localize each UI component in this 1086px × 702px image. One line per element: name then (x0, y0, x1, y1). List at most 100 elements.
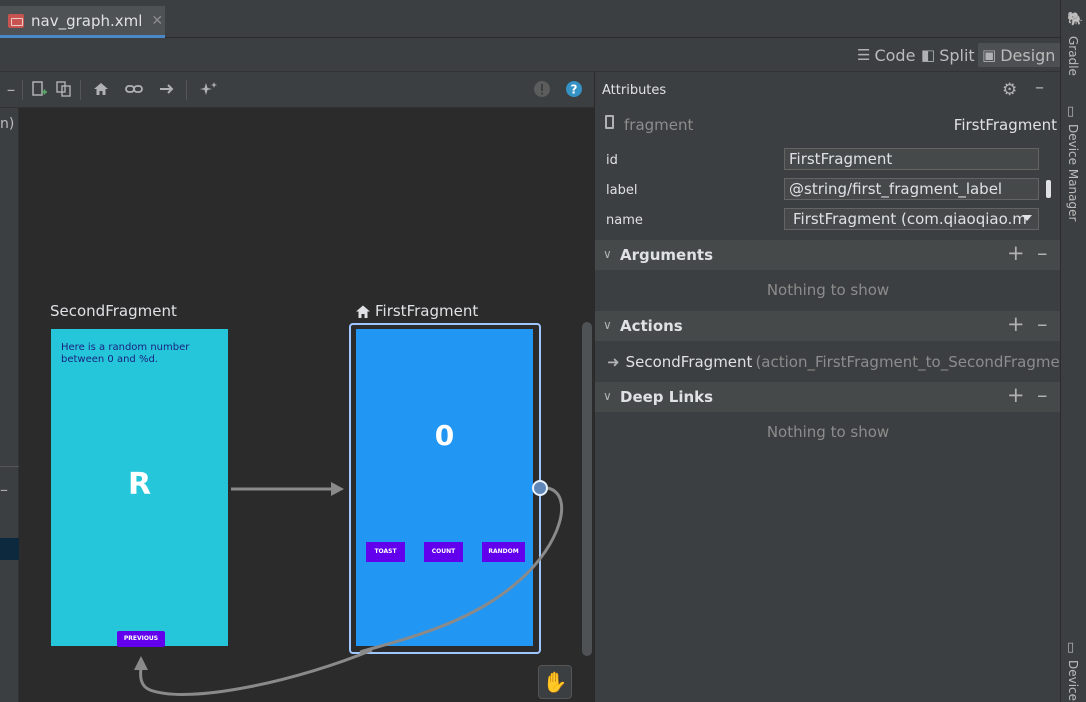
pan-hand-button[interactable]: ✋ (538, 665, 572, 699)
id-field[interactable] (784, 148, 1039, 170)
code-mode-label: Code (874, 45, 916, 65)
element-name: FirstFragment (953, 116, 1057, 134)
link-glyph (125, 85, 143, 93)
add-action-icon[interactable] (156, 80, 178, 100)
xml-file-icon (8, 13, 24, 28)
close-icon[interactable]: ✕ (151, 12, 164, 29)
editor-tab-label: nav_graph.xml (31, 11, 143, 30)
split-view-icon: ◧ (921, 46, 936, 64)
new-destination-glyph (32, 81, 47, 96)
chevron-down-icon (1022, 215, 1032, 221)
label-field[interactable] (784, 178, 1039, 200)
gear-icon[interactable]: ⚙ (1002, 80, 1018, 100)
fragment-icon (605, 115, 614, 129)
svg-text:?: ? (571, 83, 578, 97)
name-label: name (606, 213, 643, 228)
action-list-item[interactable]: ➜ SecondFragment(action_FirstFragment_to_… (607, 353, 1061, 377)
canvas-vertical-scrollbar[interactable] (582, 322, 592, 656)
new-destination-icon[interactable] (28, 80, 50, 100)
chevron-down-icon[interactable]: ∨ (603, 318, 612, 332)
first-fragment-label: FirstFragment (375, 302, 479, 320)
panel-divider (0, 466, 19, 467)
label-label: label (606, 183, 638, 198)
selected-element-row: fragment FirstFragment (595, 110, 1061, 138)
name-dropdown[interactable]: FirstFragment (com.qiaoqiao.m (784, 208, 1039, 230)
name-dropdown-value: FirstFragment (com.qiaoqiao.m (793, 210, 1027, 228)
gradle-tool-button[interactable]: Gradle (1066, 36, 1080, 76)
deep-link-icon[interactable] (123, 80, 145, 100)
home-icon[interactable] (90, 80, 112, 100)
remove-argument-icon[interactable]: – (1037, 241, 1048, 265)
first-fragment-title[interactable]: FirstFragment (355, 302, 478, 320)
nested-graph-glyph (56, 81, 71, 97)
nested-graph-icon[interactable] (53, 80, 75, 100)
action-id: (action_FirstFragment_to_SecondFragmer (755, 353, 1061, 371)
navigation-editor-toolbar: – ? (0, 72, 594, 108)
device-tool-button[interactable]: Device (1066, 660, 1080, 702)
design-mode-label: Design (1000, 45, 1056, 65)
code-lines-icon: ☰ (857, 46, 871, 64)
split-mode-label: Split (939, 45, 975, 65)
action-destination: SecondFragment (625, 353, 753, 371)
code-mode-button[interactable]: ☰ Code (853, 43, 919, 67)
toolbar-divider (80, 80, 81, 100)
random-button: RANDOM (482, 542, 525, 562)
attributes-title: Attributes (602, 82, 667, 98)
arrow-right-glyph (160, 84, 174, 94)
auto-arrange-icon[interactable] (198, 80, 220, 100)
view-mode-bar: ☰ Code ◧ Split ▣ Design (0, 38, 1062, 72)
toast-button: TOAST (366, 542, 405, 562)
remove-deep-link-icon[interactable]: – (1037, 383, 1048, 407)
collapse-panel-icon[interactable]: – (0, 480, 8, 499)
right-tool-window-strip: 🐘 Gradle ▯ Device Manager ▯ Device (1060, 0, 1086, 702)
chevron-down-icon[interactable]: ∨ (603, 247, 612, 261)
toolbar-divider (186, 80, 187, 100)
device-icon[interactable]: ▯ (1067, 640, 1075, 655)
selected-list-item[interactable] (0, 538, 19, 560)
attributes-header: Attributes (595, 72, 1061, 108)
first-fragment-destination[interactable]: 0 TOAST COUNT RANDOM (356, 329, 533, 646)
second-fragment-destination[interactable]: Here is a random number between 0 and %d… (51, 329, 228, 647)
cut-panel-text: n) (0, 116, 15, 132)
deep-links-section-header[interactable]: ∨ Deep Links + – (595, 382, 1061, 412)
actions-section-header[interactable]: ∨ Actions + – (595, 311, 1061, 341)
properties-scrollbar[interactable] (1046, 180, 1051, 198)
arguments-empty-text: Nothing to show (766, 281, 890, 299)
sparkle-glyph (200, 82, 217, 95)
count-display: 0 (434, 419, 455, 452)
device-manager-tool-button[interactable]: Device Manager (1066, 124, 1080, 222)
remove-action-icon[interactable]: – (1037, 312, 1048, 336)
chevron-down-icon[interactable]: ∨ (603, 389, 612, 403)
gradle-elephant-icon[interactable]: 🐘 (1067, 12, 1084, 27)
toolbar-divider (22, 80, 23, 100)
previous-button: PREVIOUS (117, 631, 165, 647)
start-destination-home-icon (356, 305, 370, 318)
collapse-panel-icon[interactable]: – (6, 80, 16, 100)
design-image-icon: ▣ (982, 46, 997, 64)
random-number-display: R (127, 467, 152, 502)
attributes-panel: Attributes ⚙ – fragment FirstFragment id… (594, 72, 1061, 702)
help-glyph: ? (566, 81, 582, 97)
minimize-icon[interactable]: – (1035, 77, 1044, 98)
actions-title: Actions (620, 317, 683, 335)
arrow-right-icon: ➜ (607, 353, 620, 371)
add-deep-link-icon[interactable]: + (1007, 383, 1025, 407)
home-glyph (94, 83, 108, 95)
editor-tab-nav-graph[interactable]: nav_graph.xml ✕ (0, 6, 165, 38)
random-number-text: Here is a random number between 0 and %d… (61, 342, 190, 365)
arguments-section-header[interactable]: ∨ Arguments + – (595, 240, 1061, 270)
add-action-icon[interactable]: + (1007, 312, 1025, 336)
warning-icon[interactable] (531, 80, 553, 100)
design-mode-button[interactable]: ▣ Design (978, 43, 1062, 67)
device-manager-icon[interactable]: ▯ (1067, 104, 1075, 119)
element-kind: fragment (624, 116, 694, 134)
second-fragment-title[interactable]: SecondFragment (50, 302, 177, 320)
split-mode-button[interactable]: ◧ Split (917, 43, 979, 67)
help-icon[interactable]: ? (563, 80, 585, 100)
editor-tab-bar: nav_graph.xml ✕ (0, 0, 1060, 38)
id-label: id (606, 153, 618, 168)
arguments-title: Arguments (620, 246, 714, 264)
left-panel-edge: n) – (0, 108, 19, 702)
count-button: COUNT (424, 542, 463, 562)
add-argument-icon[interactable]: + (1007, 241, 1025, 265)
